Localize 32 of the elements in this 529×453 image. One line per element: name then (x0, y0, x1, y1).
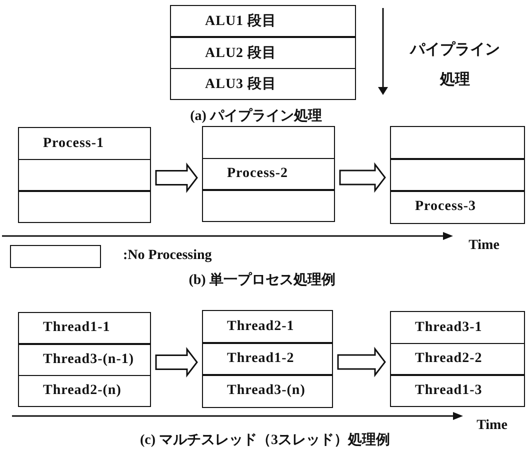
stack-cell: Process-2 (202, 158, 335, 191)
axis-label: Time (476, 418, 508, 434)
axis-label: Time (468, 238, 500, 254)
caption: (b) 単一プロセス処理例 (188, 271, 336, 289)
stage-box: ALU1 段目 (170, 5, 356, 38)
stage-box: ALU2 段目 (170, 36, 356, 70)
stack-cell: Thread2-(n) (18, 374, 151, 408)
stack-cell: Process-1 (18, 127, 151, 160)
caption: (a) パイプライン処理 (190, 107, 322, 125)
block-arrow (155, 162, 198, 193)
stack-cell: Thread3-1 (390, 311, 525, 344)
empty-cell (18, 190, 151, 224)
empty-cell (202, 189, 335, 222)
empty-cell (18, 158, 151, 192)
empty-cell (390, 126, 525, 160)
stack-cell: Thread2-2 (390, 342, 525, 376)
block-arrow (337, 346, 386, 378)
side-label: パイプライン処理 (408, 40, 501, 90)
legend-text: :No Processing (123, 248, 212, 264)
stack-cell: Thread2-1 (202, 310, 333, 344)
stack-cell: Process-3 (390, 190, 525, 224)
caption: (c) マルチスレッド（3スレッド）処理例 (140, 432, 390, 449)
block-arrow (339, 162, 386, 193)
block-arrow (155, 347, 198, 378)
stack-cell: Thread1-1 (18, 312, 151, 345)
empty-cell (390, 158, 525, 192)
stack-cell: Thread1-2 (202, 342, 333, 376)
stage-box: ALU3 段目 (170, 68, 356, 100)
empty-cell (202, 126, 335, 160)
stack-cell: Thread3-(n-1) (18, 343, 151, 376)
stack-cell: Thread1-3 (390, 374, 525, 408)
stack-cell: Thread3-(n) (202, 374, 333, 408)
